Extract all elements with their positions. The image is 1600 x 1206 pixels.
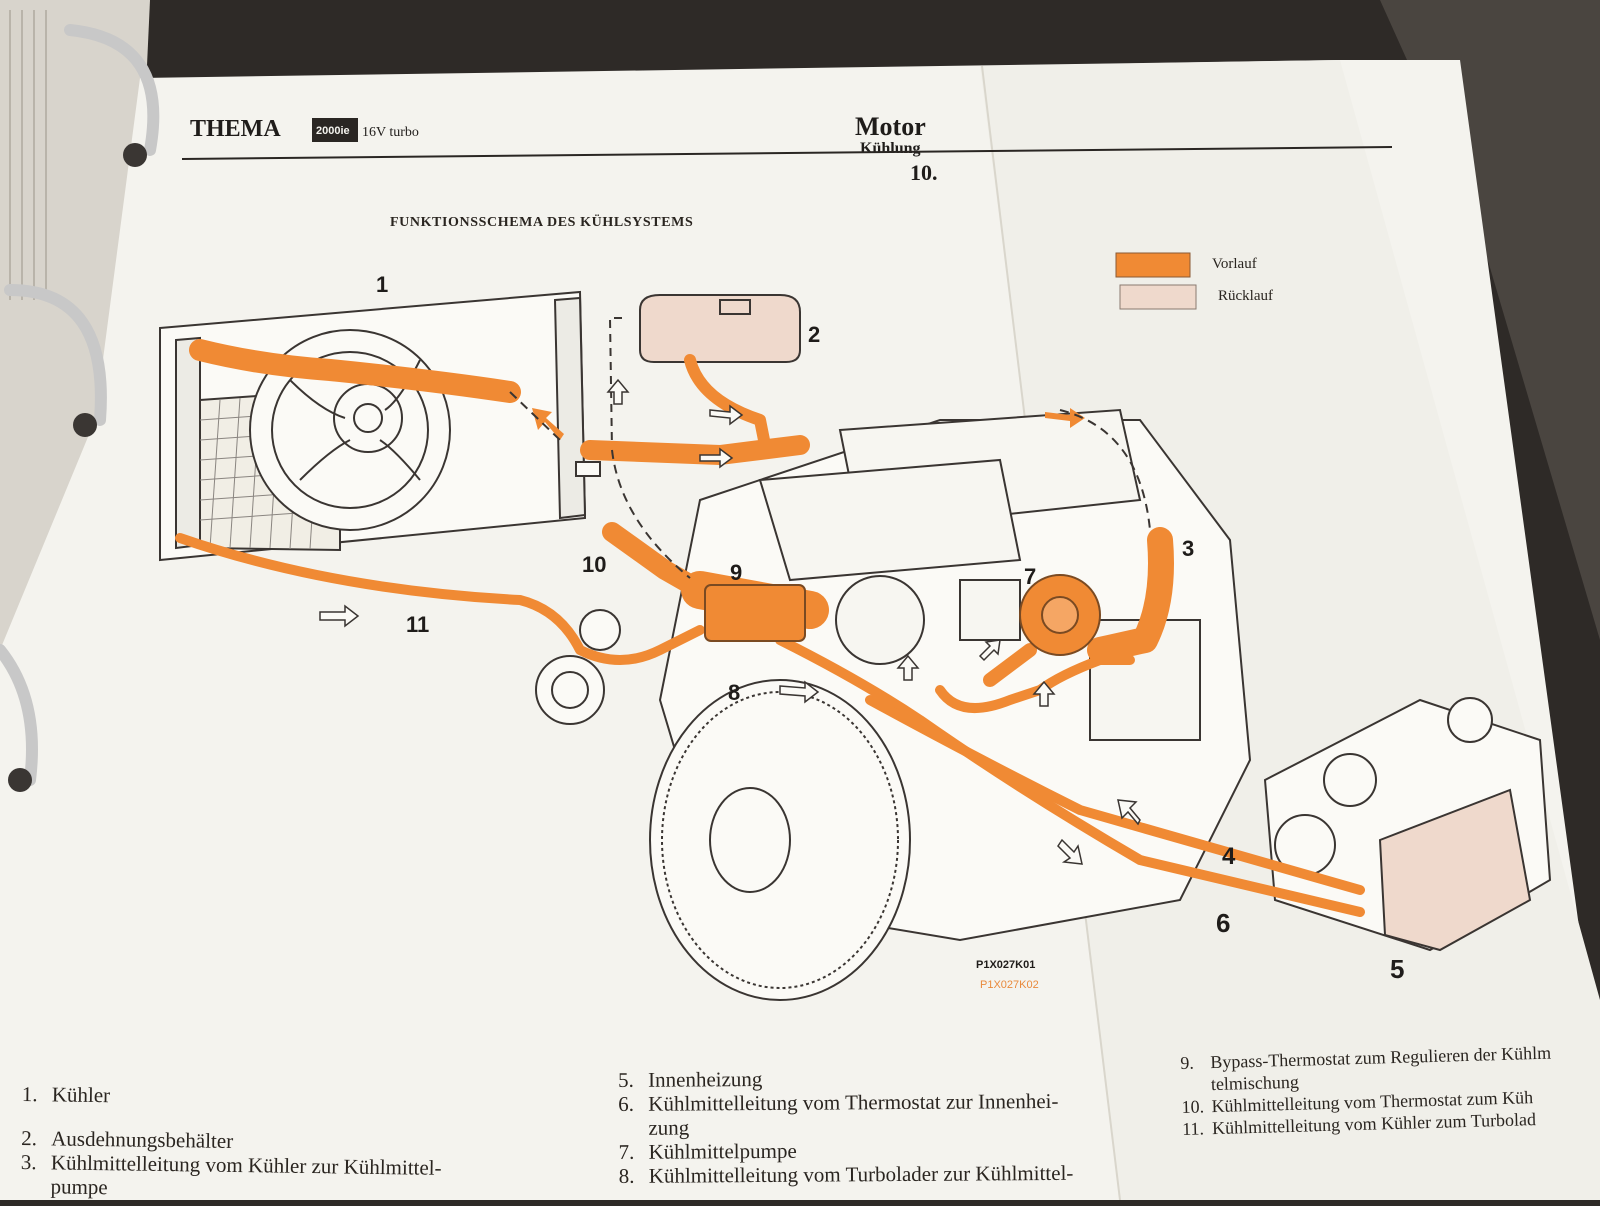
figure-code-secondary: P1X027K02 <box>980 979 1039 991</box>
legend-item-text: zung <box>648 1115 690 1140</box>
callout-3: 3 <box>1182 536 1194 561</box>
turbocharger <box>535 609 621 725</box>
model-variant: 16V turbo <box>362 125 419 140</box>
legend-item: 5. Innenheizung <box>618 1064 1138 1092</box>
callout-2: 2 <box>808 322 820 347</box>
legend-item-text: Kühlmittelpumpe <box>648 1138 797 1164</box>
callout-7: 7 <box>1024 564 1036 589</box>
flow-arrow-return-11 <box>319 604 360 628</box>
bypass-thermostat <box>704 584 806 642</box>
legend-label-vorlauf: Vorlauf <box>1212 256 1257 272</box>
legend-item-text: Kühlmittelleitung vom Thermostat zur Inn… <box>648 1088 1059 1116</box>
callout-6: 6 <box>1216 908 1230 938</box>
legend-swatch-ruecklauf <box>1119 284 1197 310</box>
hose-tank <box>684 354 771 451</box>
legend-item-number: 9. <box>1180 1052 1195 1073</box>
legend-item-number <box>1181 1073 1212 1096</box>
legend-item-number: 10. <box>1181 1096 1205 1117</box>
flow-arrow-radiator <box>532 408 564 440</box>
legend-item-number: 8. <box>618 1163 635 1188</box>
expansion-tank <box>608 294 801 451</box>
legend-item-number: 6. <box>618 1091 635 1116</box>
binder-rings <box>0 24 160 786</box>
hose-3 <box>1087 527 1174 663</box>
flow-arrow-up-2 <box>978 639 1001 662</box>
legend-item-number <box>20 1174 50 1198</box>
page-header: THEMA 2000ie 16V turbo Motor Kühlung 10. <box>181 112 1393 185</box>
binder-page-edges <box>9 10 47 300</box>
hose-6 <box>935 655 1135 713</box>
hose-7-link <box>983 643 1037 687</box>
flow-legend: Vorlauf Rücklauf <box>1115 252 1273 310</box>
legend-item-number: 11. <box>1181 1118 1205 1139</box>
coolant-pump <box>1019 574 1101 656</box>
legend-item: 8. Kühlmittelleitung vom Turbolader zur K… <box>619 1160 1139 1188</box>
flow-arrow-up-3 <box>1032 680 1056 707</box>
subsection-title: Kühlung <box>860 140 920 157</box>
header-rule <box>181 146 1393 160</box>
section-title: Motor <box>855 112 926 141</box>
legend-item-number: 7. <box>618 1139 635 1164</box>
callout-4: 4 <box>1222 843 1236 870</box>
legend-item-number: 5. <box>618 1067 634 1092</box>
hose-4 <box>865 695 1365 895</box>
flow-arrow-down <box>1057 838 1083 865</box>
parts-legend-column-1: 1.Kühler 2.Ausdehnungsbehälter 3.Kühlmit… <box>20 1082 582 1206</box>
legend-item-number: 1. <box>21 1082 38 1107</box>
table-surface <box>1380 0 1600 640</box>
flow-arrow-tank-out <box>709 404 744 426</box>
hose-radiator-top <box>189 339 521 403</box>
legend-item: 6. Kühlmittelleitung vom Thermostat zur I… <box>618 1088 1138 1116</box>
legend-item-number: 2. <box>21 1125 38 1151</box>
flow-arrow-tank-up <box>606 378 630 405</box>
legend-item: 7. Kühlmittelpumpe <box>619 1136 1139 1164</box>
diagram-title: FUNKTIONSSCHEMA DES KÜHLSYSTEMS <box>390 213 693 230</box>
callout-8: 8 <box>728 680 740 705</box>
flow-arrow-return-8 <box>779 680 820 704</box>
chapter-number: 10. <box>910 160 938 185</box>
legend-label-ruecklauf: Rücklauf <box>1218 288 1273 304</box>
model-badge-box <box>312 118 358 142</box>
callout-labels: 1 2 3 4 5 6 7 8 9 10 11 <box>376 272 1404 984</box>
flow-arrow-up-1 <box>896 654 920 681</box>
callout-5: 5 <box>1390 954 1404 984</box>
callout-11: 11 <box>406 612 429 637</box>
legend-swatch-vorlauf <box>1115 252 1191 278</box>
flow-arrow-vorlauf <box>1045 408 1085 428</box>
parts-legend-column-3: 9.Bypass-Thermostat zum Regulieren der K… <box>1180 1040 1600 1140</box>
return-path-dashed <box>509 391 1151 579</box>
radiator-outlet-cap <box>575 461 601 477</box>
callout-9: 9 <box>730 560 742 585</box>
flywheel <box>649 679 911 1001</box>
flow-arrows <box>319 378 1141 865</box>
ring-holes <box>8 143 147 792</box>
model-badge: 2000ie <box>316 125 350 137</box>
hose-11 <box>175 533 705 665</box>
flow-arrow-heater-return <box>1117 799 1141 826</box>
callout-10: 10 <box>582 552 606 577</box>
parts-legend-column-2: 5. Innenheizung 6. Kühlmittelleitung vom T… <box>618 1064 1139 1188</box>
callout-1: 1 <box>376 272 388 297</box>
flow-arrow-pump-in <box>699 447 734 469</box>
figure-code-primary: P1X027K01 <box>976 959 1035 971</box>
legend-item-number <box>618 1116 648 1140</box>
legend-item-text: Kühlmittelleitung vom Turbolader zur Küh… <box>648 1160 1074 1188</box>
legend-item: zung <box>618 1112 1138 1140</box>
model-name: THEMA <box>190 116 281 142</box>
legend-item-number: 3. <box>20 1149 37 1175</box>
legend-item-text: Innenheizung <box>647 1066 763 1092</box>
